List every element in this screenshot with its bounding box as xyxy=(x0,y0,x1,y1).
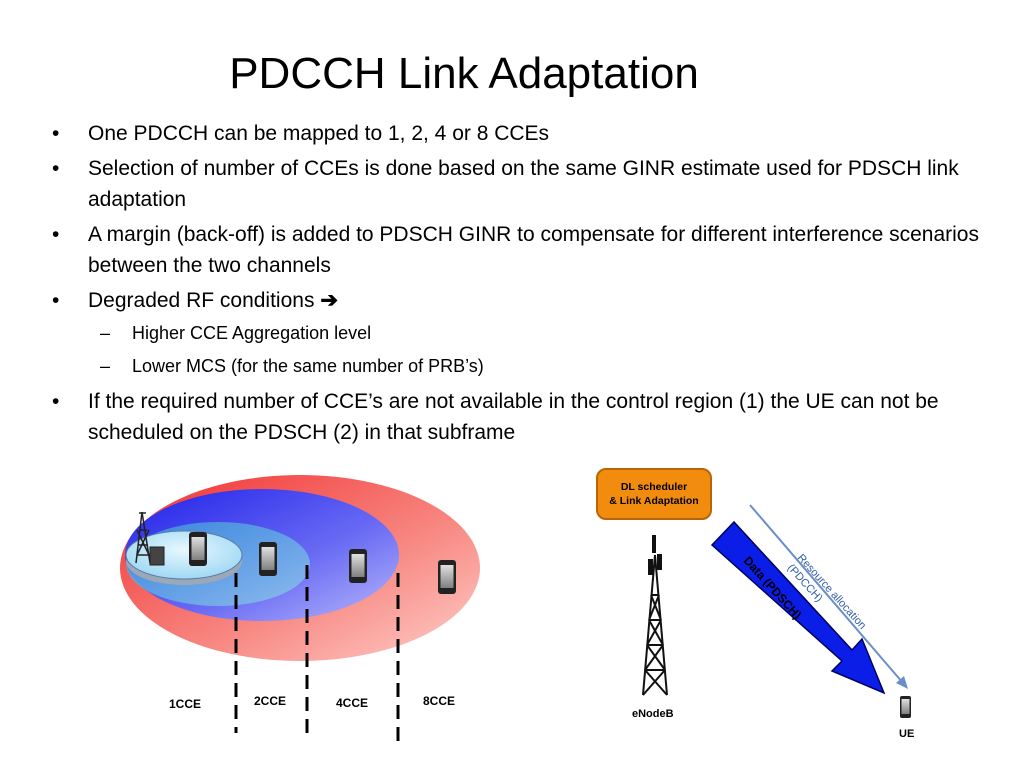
sub-bullet-text: Higher CCE Aggregation level xyxy=(132,323,372,343)
right-arrow-icon: ➔ xyxy=(320,289,338,312)
resource-allocation-arrow xyxy=(749,504,904,684)
enodeb-label: eNodeB xyxy=(632,708,674,720)
scheduler-line-2: & Link Adaptation xyxy=(609,495,699,507)
sub-bullet-item: Higher CCE Aggregation level xyxy=(50,320,980,346)
scheduler-line-1: DL scheduler xyxy=(620,481,688,493)
bullet-item: If the required number of CCE’s are not … xyxy=(50,386,980,448)
bullet-list: One PDCCH can be mapped to 1, 2, 4 or 8 … xyxy=(50,118,980,452)
building-icon xyxy=(149,546,165,566)
bullet-text: One PDCCH can be mapped to 1, 2, 4 or 8 … xyxy=(88,122,550,145)
cce-label-1: 1CCE xyxy=(169,697,202,711)
1cce-coverage-disk xyxy=(125,530,243,580)
page-title: PDCCH Link Adaptation xyxy=(229,49,699,98)
sub-bullet-item: Lower MCS (for the same number of PRB’s) xyxy=(50,353,980,379)
dl-scheduler-box: DL scheduler & Link Adaptation xyxy=(596,468,712,520)
phone-icon xyxy=(189,532,207,566)
bullet-item: Selection of number of CCEs is done base… xyxy=(50,153,980,215)
bullet-item: A margin (back-off) is added to PDSCH GI… xyxy=(50,219,980,281)
cce-label-8: 8CCE xyxy=(423,694,456,708)
phone-icon xyxy=(438,560,456,594)
bullet-text: Selection of number of CCEs is done base… xyxy=(88,157,959,211)
sub-bullet-text: Lower MCS (for the same number of PRB’s) xyxy=(132,356,484,376)
cce-label-2: 2CCE xyxy=(254,694,287,708)
antenna-icon xyxy=(652,535,656,553)
phone-icon xyxy=(349,549,367,583)
resource-allocation-arrowhead xyxy=(896,676,908,689)
ue-phone-icon xyxy=(900,696,911,718)
bullet-text: If the required number of CCE’s are not … xyxy=(88,390,939,444)
ue-label: UE xyxy=(899,728,915,740)
bullet-item: One PDCCH can be mapped to 1, 2, 4 or 8 … xyxy=(50,118,980,149)
phone-icon xyxy=(259,542,277,576)
data-pdsch-arrow xyxy=(710,520,886,695)
bullet-text: Degraded RF conditions xyxy=(88,289,315,312)
cce-label-4: 4CCE xyxy=(336,696,369,710)
bullet-text: A margin (back-off) is added to PDSCH GI… xyxy=(88,223,979,277)
enodeb-tower-icon xyxy=(642,554,668,696)
bullet-item: Degraded RF conditions ➔ xyxy=(50,285,980,316)
antenna-icon xyxy=(648,559,653,575)
small-tower-icon xyxy=(135,511,151,564)
antenna-icon xyxy=(657,554,662,570)
coverage-diagram: Data (PDSCH) Resource allocation (PDCCH) xyxy=(120,475,911,745)
